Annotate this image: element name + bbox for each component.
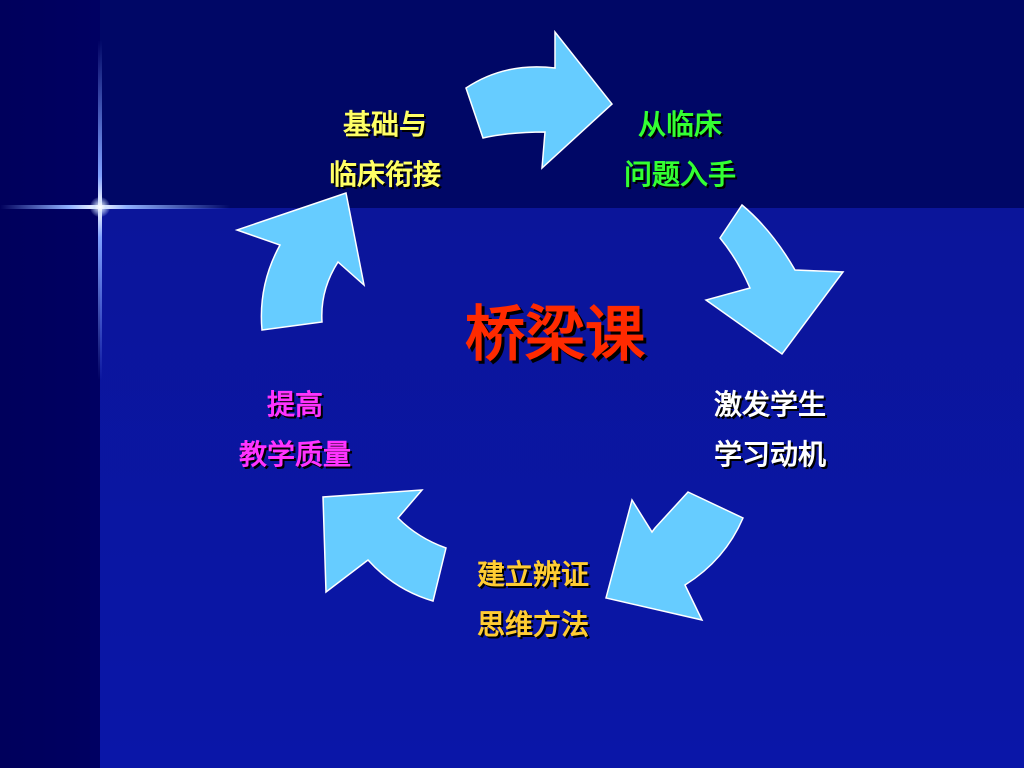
cycle-arrow-lower-right (605, 491, 744, 622)
node-motivate-students: 激发学生 学习动机 (680, 380, 860, 480)
cycle-arrow-top (465, 29, 614, 170)
background-left-band (0, 0, 100, 768)
node-clinical-line2: 问题入手 (623, 158, 736, 191)
node-motivation-line1: 激发学生 (713, 388, 826, 421)
sparkle-horizontal-ray (0, 205, 230, 209)
background-main-panel (100, 208, 1024, 768)
node-improve-quality: 提高 教学质量 (205, 380, 385, 480)
center-title: 桥梁课 (465, 300, 645, 370)
node-start-from-clinical: 从临床 问题入手 (595, 100, 765, 200)
cycle-arrow-lower-left (322, 489, 447, 602)
node-clinical-line1: 从临床 (637, 108, 722, 141)
node-foundation-line1: 基础与 (342, 108, 427, 141)
node-quality-line2: 教学质量 (238, 438, 351, 471)
node-quality-line1: 提高 (266, 388, 323, 421)
cycle-arrow-right (704, 203, 845, 356)
node-thinking-line2: 思维方法 (476, 608, 589, 641)
node-motivation-line2: 学习动机 (713, 438, 826, 471)
node-foundation-line2: 临床衔接 (328, 158, 441, 191)
node-thinking-line1: 建立辨证 (476, 558, 589, 591)
node-foundation-clinical-link: 基础与 临床衔接 (300, 100, 470, 200)
sparkle-star-icon (90, 197, 110, 217)
node-differential-thinking: 建立辨证 思维方法 (443, 550, 623, 650)
cycle-arrow-left (234, 192, 366, 331)
